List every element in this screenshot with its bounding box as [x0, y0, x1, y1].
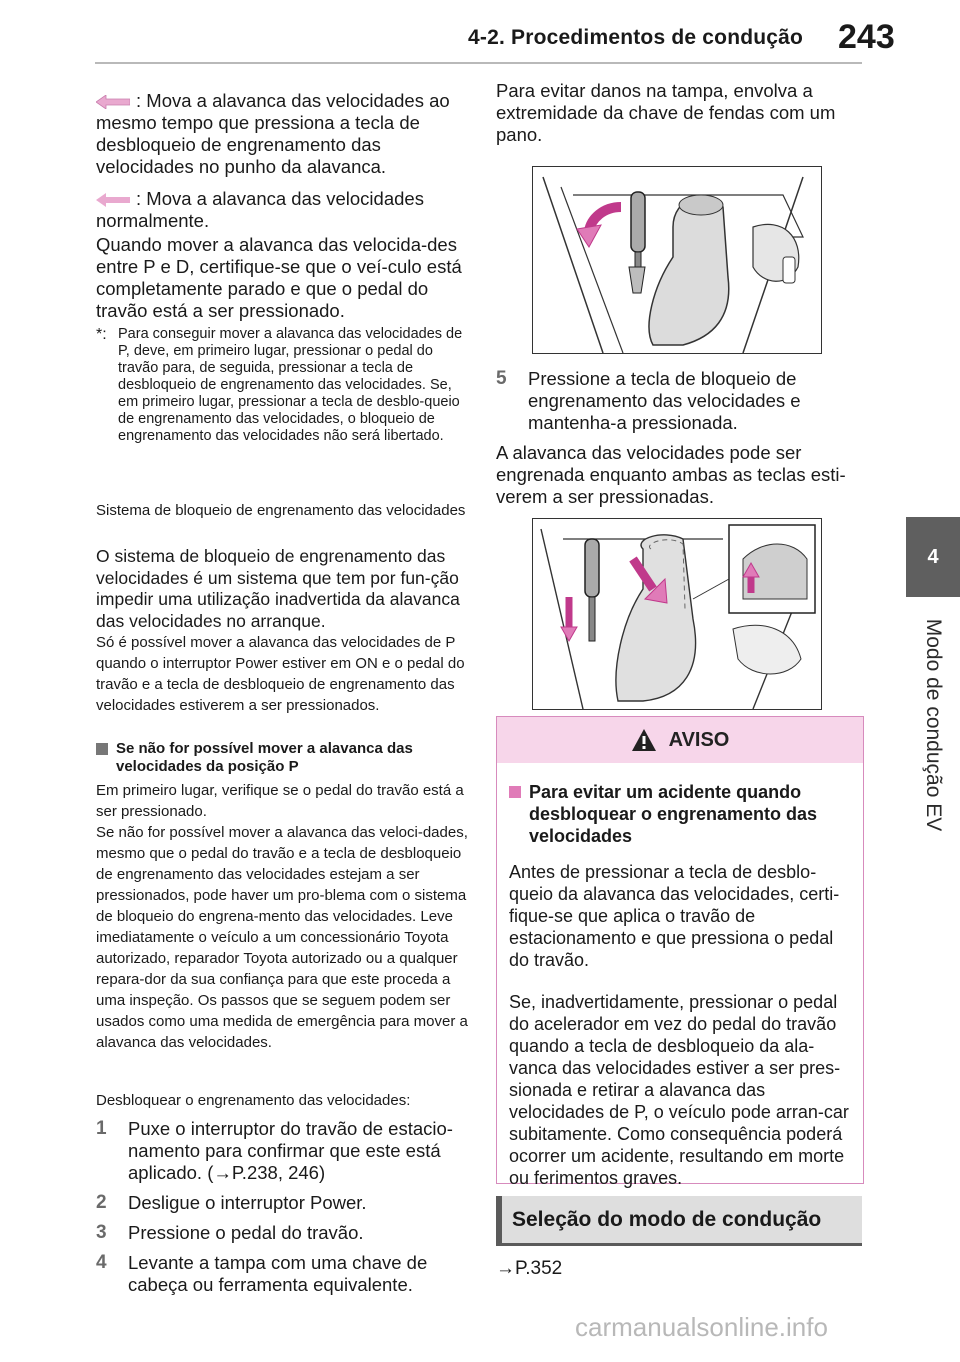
warning-bullet [509, 786, 521, 798]
header-divider [95, 62, 862, 64]
cloth-tip: Para evitar danos na tampa, envolva a ex… [496, 80, 836, 145]
heading-bullet [96, 743, 108, 755]
step-item: 3 Pressione o pedal do travão. [96, 1222, 468, 1244]
chapter-tab-label-text: Modo de condução EV [922, 618, 946, 832]
step-item: 4 Levante a tampa com uma chave de cabeç… [96, 1252, 468, 1296]
watermark: carmanualsonline.info [575, 1312, 828, 1342]
step-text: Pressione a tecla de bloqueio de engrena… [528, 368, 801, 433]
step-number: 4 [96, 1252, 107, 1273]
step-text: Pressione o pedal do travão. [128, 1222, 364, 1243]
step-text: Levante a tampa com uma chave de cabeça … [128, 1252, 428, 1295]
section-heading: Seleção do modo de condução [496, 1196, 862, 1246]
footnote: *: Para conseguir mover a alavanca das v… [96, 326, 468, 445]
troubleshoot-heading-text: Se não for possível mover a alavanca das… [116, 740, 413, 775]
step-number: 3 [96, 1222, 107, 1243]
page-number: 243 [838, 18, 895, 56]
check-brake-text: Em primeiro lugar, verifique se o pedal … [96, 782, 464, 820]
warning-subtitle: Para evitar um acidente quando desbloque… [509, 781, 851, 847]
figure-press-lock [532, 518, 822, 710]
footnote-text: Para conseguir mover a alavanca das velo… [118, 326, 463, 444]
warning-subtitle-text: Para evitar um acidente quando desbloque… [529, 782, 818, 846]
chapter-title: 4-2. Procedimentos de condução [468, 26, 804, 49]
emergency-text: Se não for possível mover a alavanca das… [96, 824, 468, 1051]
warning-header: AVISO [497, 717, 863, 763]
lift-cover-illustration [533, 167, 821, 354]
warning-paragraph-2: Se, inadvertidamente, pressionar o pedal… [509, 992, 849, 1188]
warning-paragraph-1: Antes de pressionar a tecla de desblo-qu… [509, 862, 840, 970]
troubleshoot-heading: Se não for possível mover a alavanca das… [96, 740, 468, 776]
section-page-ref: →P.352 [496, 1258, 563, 1279]
arrow-plain-text: : Mova a alavanca das velocidades normal… [96, 188, 424, 231]
both-keys-text: A alavanca das velocidades pode ser engr… [496, 442, 846, 507]
steps-list: 1 Puxe o interruptor do travão de estaci… [96, 1118, 468, 1296]
step-item-5: 5 Pressione a tecla de bloqueio de engre… [496, 368, 866, 434]
arrow-pink-text: : Mova a alavanca das velocidades ao mes… [96, 90, 450, 177]
step-item: 2 Desligue o interruptor Power. [96, 1192, 468, 1214]
chapter-tab: 4 [906, 517, 960, 597]
system-description: O sistema de bloqueio de engrenamento da… [96, 546, 460, 631]
arrow-pink-item: : Mova a alavanca das velocidades ao mes… [96, 90, 468, 178]
chapter-tab-label: Modo de condução EV [906, 600, 960, 850]
step-text: Puxe o interruptor do travão de estacio-… [128, 1118, 453, 1183]
shift-instruction: Quando mover a alavanca das velocida-des… [96, 234, 462, 321]
release-conditions: Só é possível mover a alavanca das veloc… [96, 634, 465, 714]
unlock-label: Desbloquear o engrenamento das velocidad… [96, 1092, 411, 1109]
warning-box: AVISO Para evitar um acidente quando des… [496, 716, 864, 1188]
pink-arrow-icon [96, 95, 130, 110]
step-text: Desligue o interruptor Power. [128, 1192, 367, 1213]
warning-triangle-icon [631, 729, 656, 751]
plain-arrow-icon [96, 193, 130, 208]
step-number: 5 [496, 368, 507, 389]
step-item: 1 Puxe o interruptor do travão de estaci… [96, 1118, 468, 1184]
step-number: 2 [96, 1192, 107, 1213]
press-lock-illustration [533, 519, 821, 710]
section-heading-text: Seleção do modo de condução [512, 1207, 822, 1231]
figure-lift-cover [532, 166, 822, 354]
warning-title: AVISO [668, 728, 730, 751]
arrow-plain-item: : Mova a alavanca das velocidades normal… [96, 188, 468, 232]
step-number: 1 [96, 1118, 107, 1139]
footnote-mark: *: [96, 326, 107, 343]
subsection-title: Sistema de bloqueio de engrenamento das … [96, 502, 466, 519]
